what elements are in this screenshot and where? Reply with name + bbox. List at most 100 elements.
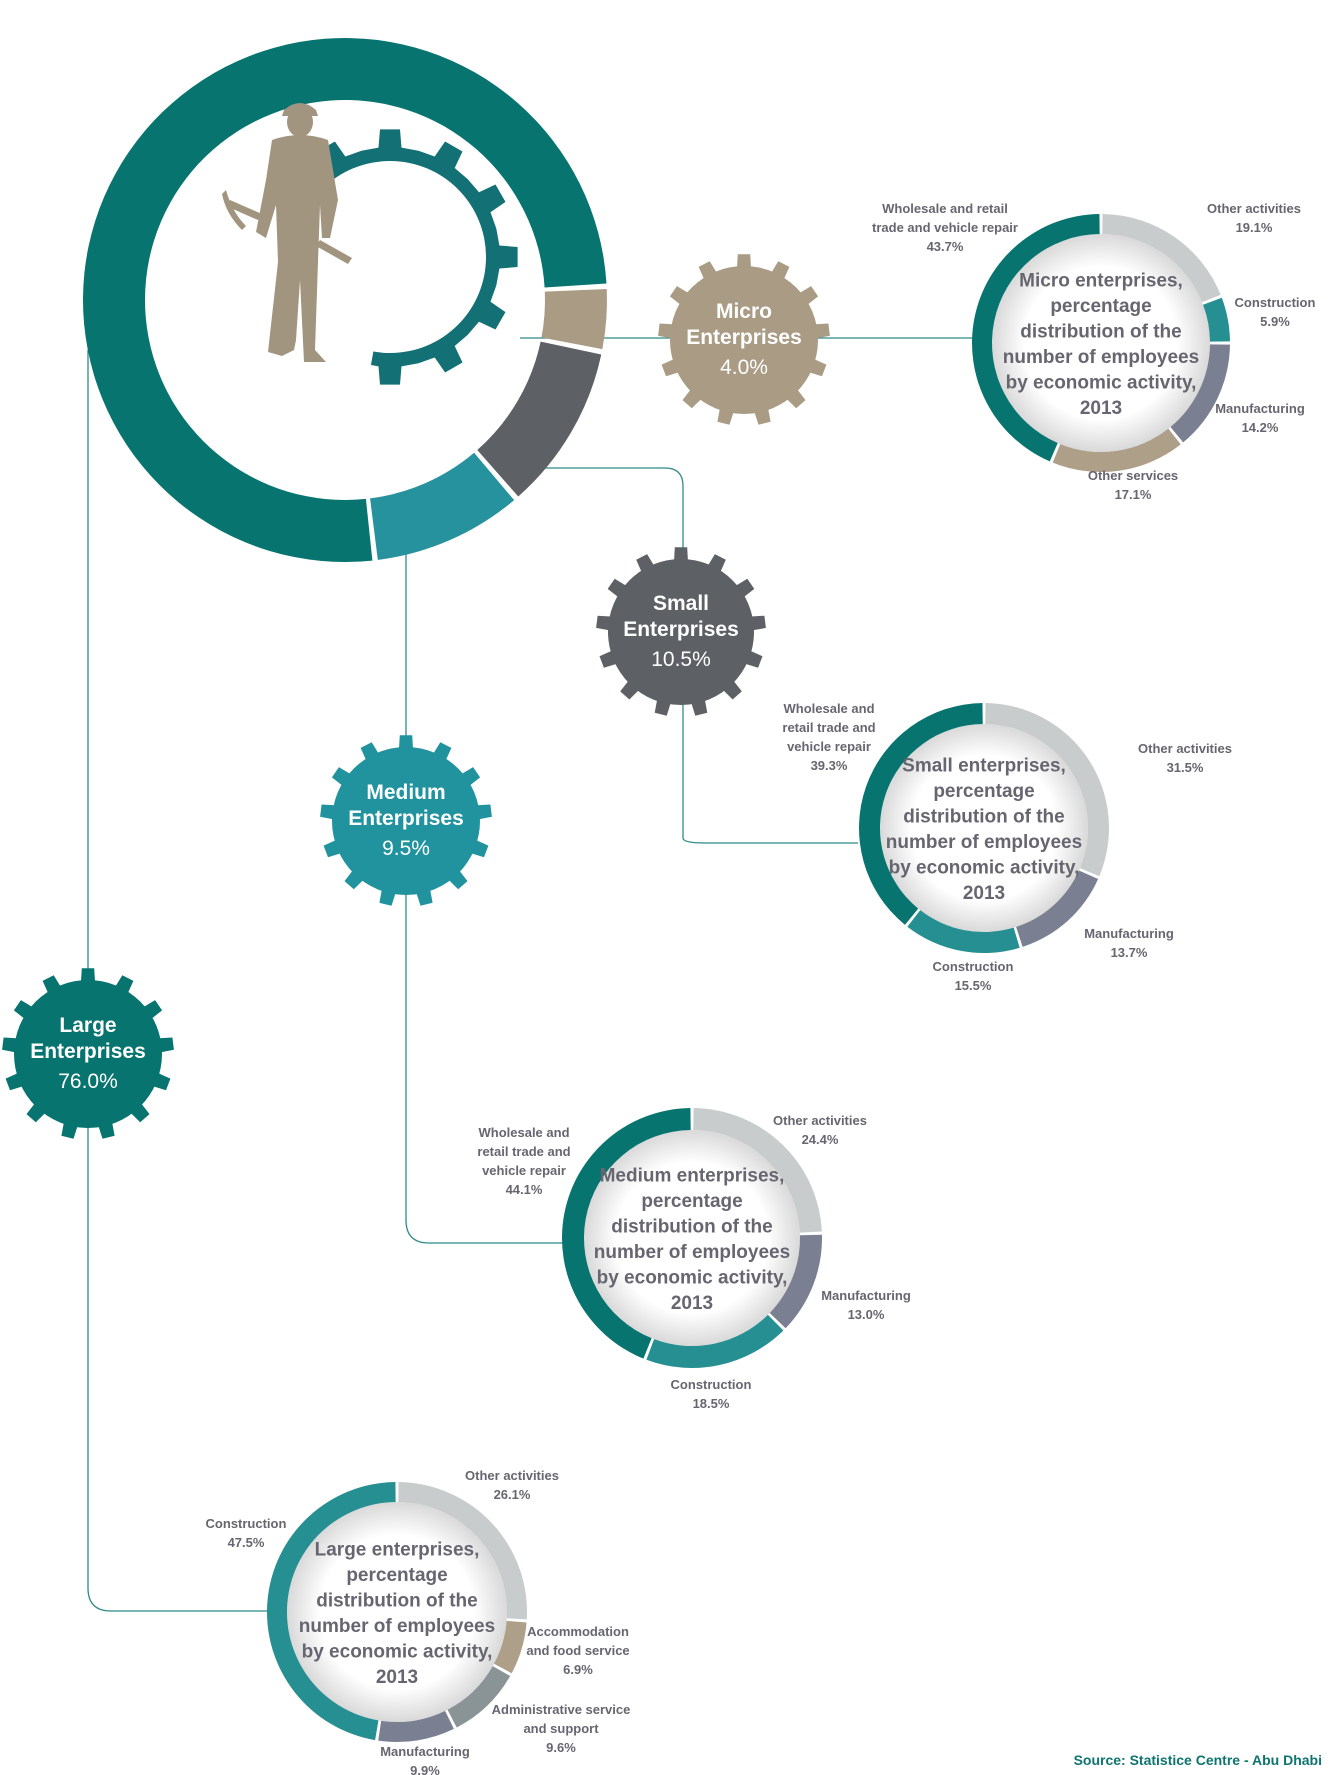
donut-title-line: distribution of the <box>903 806 1064 827</box>
donut-title-line: distribution of the <box>1020 321 1181 342</box>
donut-title-line: 2013 <box>671 1293 713 1314</box>
donut-center <box>992 234 1210 452</box>
slice-value-label: 39.3% <box>811 758 848 773</box>
slice-name-label: Other activities <box>1138 741 1232 756</box>
slice-value-label: 43.7% <box>927 239 964 254</box>
donut-slice-wholesale <box>859 703 983 925</box>
donut-title-line: percentage <box>933 781 1034 802</box>
slice-name-label: vehicle repair <box>482 1163 566 1178</box>
slice-name-label: Construction <box>206 1516 287 1531</box>
gear-value: 4.0% <box>720 356 768 379</box>
slice-name-label: and food service <box>526 1643 629 1658</box>
donut-slice-construction <box>907 910 1020 954</box>
slice-name-label: trade and vehicle repair <box>872 220 1018 235</box>
gear-label-line2: Enterprises <box>348 807 464 830</box>
donut-slice-construction <box>266 1482 396 1741</box>
donut-slice-other_activities <box>985 703 1110 877</box>
donut-slice-wholesale <box>561 1108 691 1359</box>
donut-title-line: percentage <box>1050 296 1151 317</box>
slice-value-label: 31.5% <box>1167 760 1204 775</box>
slice-name-label: retail trade and <box>477 1144 570 1159</box>
slice-name-label: retail trade and <box>782 720 875 735</box>
donut-chart-2: Other activities 24.4% Manufacturing 13.0% C… <box>477 1108 911 1411</box>
donut-center <box>584 1130 800 1346</box>
slice-name-label: Manufacturing <box>821 1288 911 1303</box>
donut-slice-construction <box>646 1314 784 1368</box>
slice-value-label: 44.1% <box>506 1182 543 1197</box>
gear-value: 10.5% <box>651 648 711 671</box>
slice-name-label: Manufacturing <box>1215 401 1305 416</box>
slice-value-label: 19.1% <box>1236 220 1273 235</box>
slice-value-label: 47.5% <box>228 1535 265 1550</box>
slice-value-label: 24.4% <box>802 1132 839 1147</box>
gear-label-line1: Large <box>59 1014 116 1037</box>
slice-value-label: 17.1% <box>1115 487 1152 502</box>
donut-title-line: percentage <box>346 1565 447 1586</box>
donut-slice-other_activities <box>1102 214 1221 303</box>
slice-name-label: Accommodation <box>527 1624 629 1639</box>
donut-title-line: Large enterprises, <box>315 1539 480 1560</box>
slice-name-label: Construction <box>1235 295 1316 310</box>
donut-title-line: Small enterprises, <box>902 755 1066 776</box>
connector-line-2 <box>405 530 573 1244</box>
donut-chart-1: Other activities 31.5% Manufacturing 13.7% C… <box>782 701 1232 993</box>
slice-name-label: Other activities <box>773 1113 867 1128</box>
enterprise-gears: MicroEnterprises4.0%SmallEnterprises10.5… <box>2 254 830 1139</box>
donut-title-line: number of employees <box>886 832 1082 853</box>
donut-chart-3: Other activities 26.1% Accommodation and fo… <box>206 1468 631 1775</box>
overview-slice-micro <box>541 289 607 350</box>
worker-silhouette-icon <box>222 103 352 362</box>
slice-name-label: Construction <box>671 1377 752 1392</box>
donut-title-line: percentage <box>641 1191 742 1212</box>
slice-name-label: Manufacturing <box>380 1744 470 1759</box>
slice-value-label: 13.7% <box>1111 945 1148 960</box>
slice-name-label: Other activities <box>1207 201 1301 216</box>
donut-slice-administrative <box>447 1666 511 1728</box>
donut-slice-wholesale <box>971 214 1100 462</box>
donut-slice-other_activities <box>398 1482 527 1620</box>
donut-title-line: by economic activity, <box>302 1641 493 1662</box>
gear-label-line2: Enterprises <box>623 618 739 641</box>
slice-name-label: Wholesale and <box>783 701 874 716</box>
overview-slice-small <box>477 341 602 497</box>
donut-chart-0: Other activities19.1%Construction5.9%Man… <box>872 201 1315 502</box>
slice-name-label: Construction <box>933 959 1014 974</box>
donut-title-line: 2013 <box>1080 398 1122 419</box>
gear-value: 9.5% <box>382 837 430 860</box>
slice-name-label: Administrative service <box>492 1702 631 1717</box>
donut-slice-manufacturing <box>769 1234 823 1329</box>
slice-name-label: Other services <box>1088 468 1178 483</box>
donut-center <box>287 1502 507 1722</box>
slice-name-label: Manufacturing <box>1084 926 1174 941</box>
slice-value-label: 26.1% <box>494 1487 531 1502</box>
gear-label-line1: Micro <box>716 300 772 323</box>
slice-value-label: 13.0% <box>848 1307 885 1322</box>
slice-name-label: vehicle repair <box>787 739 871 754</box>
donut-title-line: distribution of the <box>316 1590 477 1611</box>
donut-center <box>880 724 1088 932</box>
gear-label-line1: Medium <box>366 781 445 804</box>
slice-value-label: 15.5% <box>955 978 992 993</box>
gear-label-line2: Enterprises <box>686 326 802 349</box>
donut-title-line: distribution of the <box>611 1216 772 1237</box>
slice-value-label: 14.2% <box>1242 420 1279 435</box>
slice-name-label: Other activities <box>465 1468 559 1483</box>
donut-title-line: 2013 <box>376 1667 418 1688</box>
donut-slice-manufacturing <box>378 1710 454 1742</box>
slice-value-label: 6.9% <box>563 1662 593 1677</box>
gear-value: 76.0% <box>58 1070 118 1093</box>
donut-slice-manufacturing <box>1170 344 1230 443</box>
overview-donut <box>83 38 607 563</box>
gear-label-line2: Enterprises <box>30 1040 146 1063</box>
connector-line-3 <box>87 350 275 1612</box>
slice-name-label: Wholesale and retail <box>882 201 1008 216</box>
donut-title-line: Micro enterprises, <box>1019 270 1183 291</box>
slice-value-label: 9.6% <box>546 1740 576 1755</box>
activity-donuts: Other activities19.1%Construction5.9%Man… <box>206 201 1316 1775</box>
donut-title-line: by economic activity, <box>889 857 1080 878</box>
donut-title-line: number of employees <box>1003 347 1199 368</box>
donut-title-line: 2013 <box>963 883 1005 904</box>
